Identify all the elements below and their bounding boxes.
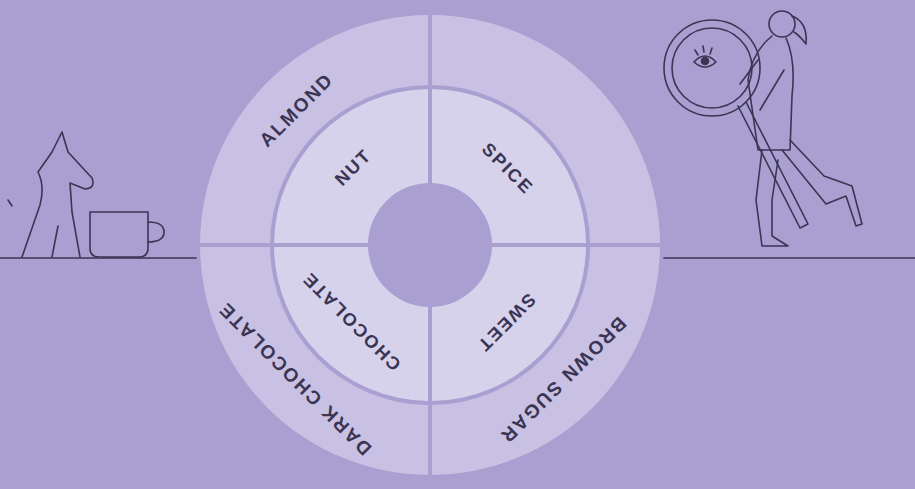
eye-lashes [695,46,712,55]
eye [694,56,716,67]
ring-segment [432,247,660,475]
ground-line [664,257,915,259]
eye-pupil [702,58,709,65]
magnifier-lens [672,28,752,108]
outer-segment: BROWN SUGAR [200,15,660,475]
dog-tail [8,200,12,206]
segment-shape [200,15,660,475]
dog-figure [22,132,93,257]
coffee-cup [90,212,148,257]
person-arms [740,60,784,110]
dog-leg [52,226,58,257]
person-leg [756,150,788,246]
person-head [769,11,795,37]
magnifier-handle [738,102,808,228]
person-leg [782,140,862,226]
ring-segment [200,247,428,475]
flavor-wheel: ALMONDNUTSPICECHOCOLATEDARK CHOCOLATESWE… [200,15,660,475]
outer-segment [432,15,660,243]
cup-handle [148,222,164,242]
person-ponytail [792,16,806,44]
ring-segment [274,89,428,243]
ring-segment [432,89,586,243]
ring-segment [200,15,428,243]
